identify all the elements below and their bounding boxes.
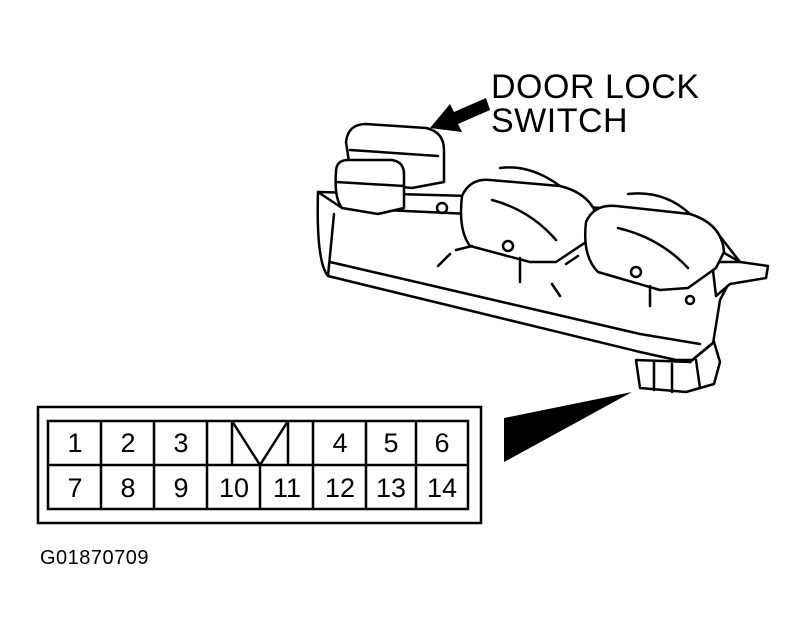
connector-face [36,405,483,525]
pin-13: 13 [375,472,407,503]
pin-1: 1 [67,427,83,458]
pin-9: 9 [173,472,189,503]
window-switch-2-base [550,254,652,308]
figure-id: G01870709 [40,547,150,569]
connector-ridge-3 [688,340,716,390]
window-switch-2 [584,204,726,292]
pin-4: 4 [332,427,348,458]
door-lock-rocker-front-crease [334,180,406,188]
window-switch-1-crease [498,166,562,188]
pin-2: 2 [120,427,136,458]
window-switch-1-pivot [501,239,515,253]
door-lock-rocker-front [334,158,406,216]
pin-6: 6 [434,427,450,458]
pin-11: 11 [272,472,302,503]
housing-bottom-edge [328,260,702,346]
tab-hole [684,294,696,306]
pin-10: 10 [218,472,250,503]
pin-7: 7 [67,472,83,503]
switch-assembly [316,122,770,394]
window-switch-1-crease-2 [490,198,558,242]
connector-callout-wedge [504,392,632,462]
mounting-tab [710,260,770,298]
callout-line-1: DOOR LOCK [491,68,700,106]
housing-inner-edge [326,212,336,278]
connector-key-notch [230,420,290,468]
door-lock-screw [435,201,449,215]
door-lock-arrow [430,98,490,132]
pin-5: 5 [383,427,399,458]
pin-12: 12 [324,472,356,503]
door-lock-switch-callout: DOOR LOCK SWITCH [491,70,700,138]
pin-8: 8 [120,472,136,503]
pin-3: 3 [173,427,189,458]
callout-line-2: SWITCH [491,102,629,140]
window-switch-2-crease [626,192,692,216]
window-switch-2-crease-2 [616,226,690,270]
window-switch-2-pivot [629,265,643,279]
door-lock-rocker-rear-crease [348,148,440,158]
window-switch-1-base [436,244,522,284]
pin-14: 14 [426,472,458,503]
